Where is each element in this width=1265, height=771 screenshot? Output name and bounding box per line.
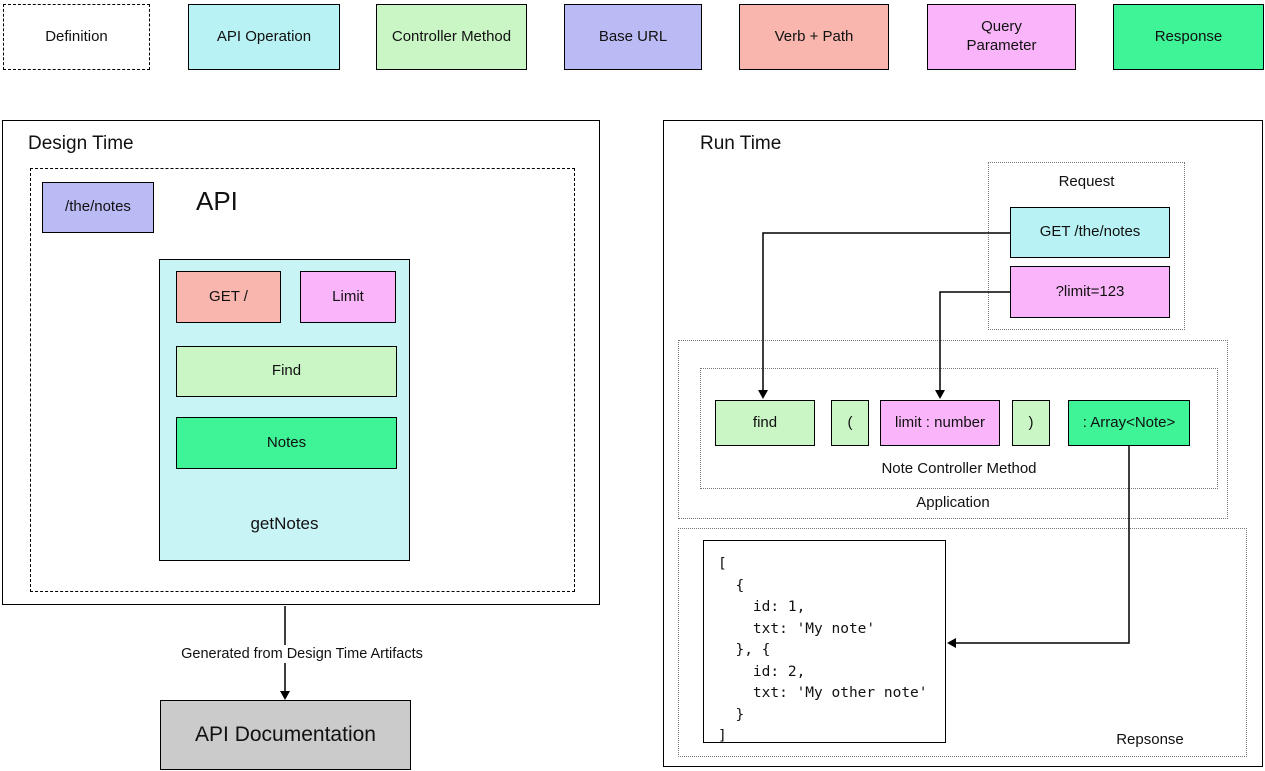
request-verb-path-box: GET /the/notes (1010, 207, 1170, 258)
arrow-designtime-to-docs-head (280, 691, 290, 700)
design-response-box: Notes (176, 417, 397, 469)
token-parameter-box: limit : number (880, 400, 1000, 446)
token-close-paren-box: ) (1012, 400, 1050, 446)
api-definition-label: API (196, 186, 238, 216)
legend-query-parameter-label: Query Parameter (966, 18, 1037, 54)
legend-controller-method: Controller Method (376, 4, 527, 70)
token-return-type-box: : Array<Note> (1068, 400, 1190, 446)
token-open-paren-box: ( (831, 400, 869, 446)
generated-arrow-label: Generated from Design Time Artifacts (148, 645, 456, 663)
legend-api-operation: API Operation (188, 4, 340, 70)
legend-verb-path: Verb + Path (739, 4, 889, 70)
legend-definition-label: Definition (45, 27, 108, 45)
legend-response-label: Response (1154, 27, 1223, 45)
api-definition-box (30, 168, 575, 592)
api-documentation-box: API Documentation (160, 700, 411, 770)
design-time-title: Design Time (28, 133, 134, 154)
response-code-box: [ { id: 1, txt: 'My note' }, { id: 2, tx… (703, 540, 946, 744)
application-group-label: Application (916, 494, 990, 511)
design-base-url-label: /the/notes (65, 198, 131, 216)
design-verb-path-label: GET / (209, 287, 248, 305)
design-query-parameter-label: Limit (332, 287, 364, 305)
legend-query-parameter: Query Parameter (927, 4, 1076, 70)
legend-response: Response (1113, 4, 1264, 70)
legend-verb-path-label: Verb + Path (774, 27, 854, 45)
design-query-parameter-box: Limit (300, 271, 396, 323)
design-controller-method-label: Find (271, 362, 302, 380)
legend-base-url-label: Base URL (598, 27, 668, 45)
design-controller-method-box: Find (176, 346, 397, 397)
legend-api-operation-label: API Operation (216, 27, 312, 45)
token-return-type-label: : Array<Note> (1082, 413, 1176, 431)
token-close-paren-label: ) (1028, 413, 1034, 431)
legend-base-url: Base URL (564, 4, 702, 70)
legend-controller-method-label: Controller Method (391, 27, 512, 45)
request-query-parameter-label: ?limit=123 (1055, 282, 1125, 300)
design-response-label: Notes (266, 433, 307, 451)
operation-name-label: getNotes (250, 514, 319, 533)
token-parameter-label: limit : number (894, 413, 986, 431)
design-base-url-box: /the/notes (42, 182, 154, 233)
token-method-name-label: find (752, 413, 778, 431)
request-query-parameter-box: ?limit=123 (1010, 266, 1170, 318)
token-open-paren-label: ( (847, 413, 853, 431)
controller-method-group-label: Note Controller Method (881, 460, 1037, 477)
run-time-title: Run Time (700, 133, 782, 154)
request-verb-path-label: GET /the/notes (1039, 223, 1141, 241)
response-code: [ { id: 1, txt: 'My note' }, { id: 2, tx… (718, 556, 928, 744)
design-verb-path-box: GET / (176, 271, 281, 323)
api-documentation-label: API Documentation (195, 722, 376, 746)
response-group-label: Repsonse (1116, 731, 1184, 748)
token-method-name-box: find (715, 400, 815, 446)
legend-definition: Definition (3, 4, 150, 70)
request-group-label: Request (1058, 173, 1115, 190)
